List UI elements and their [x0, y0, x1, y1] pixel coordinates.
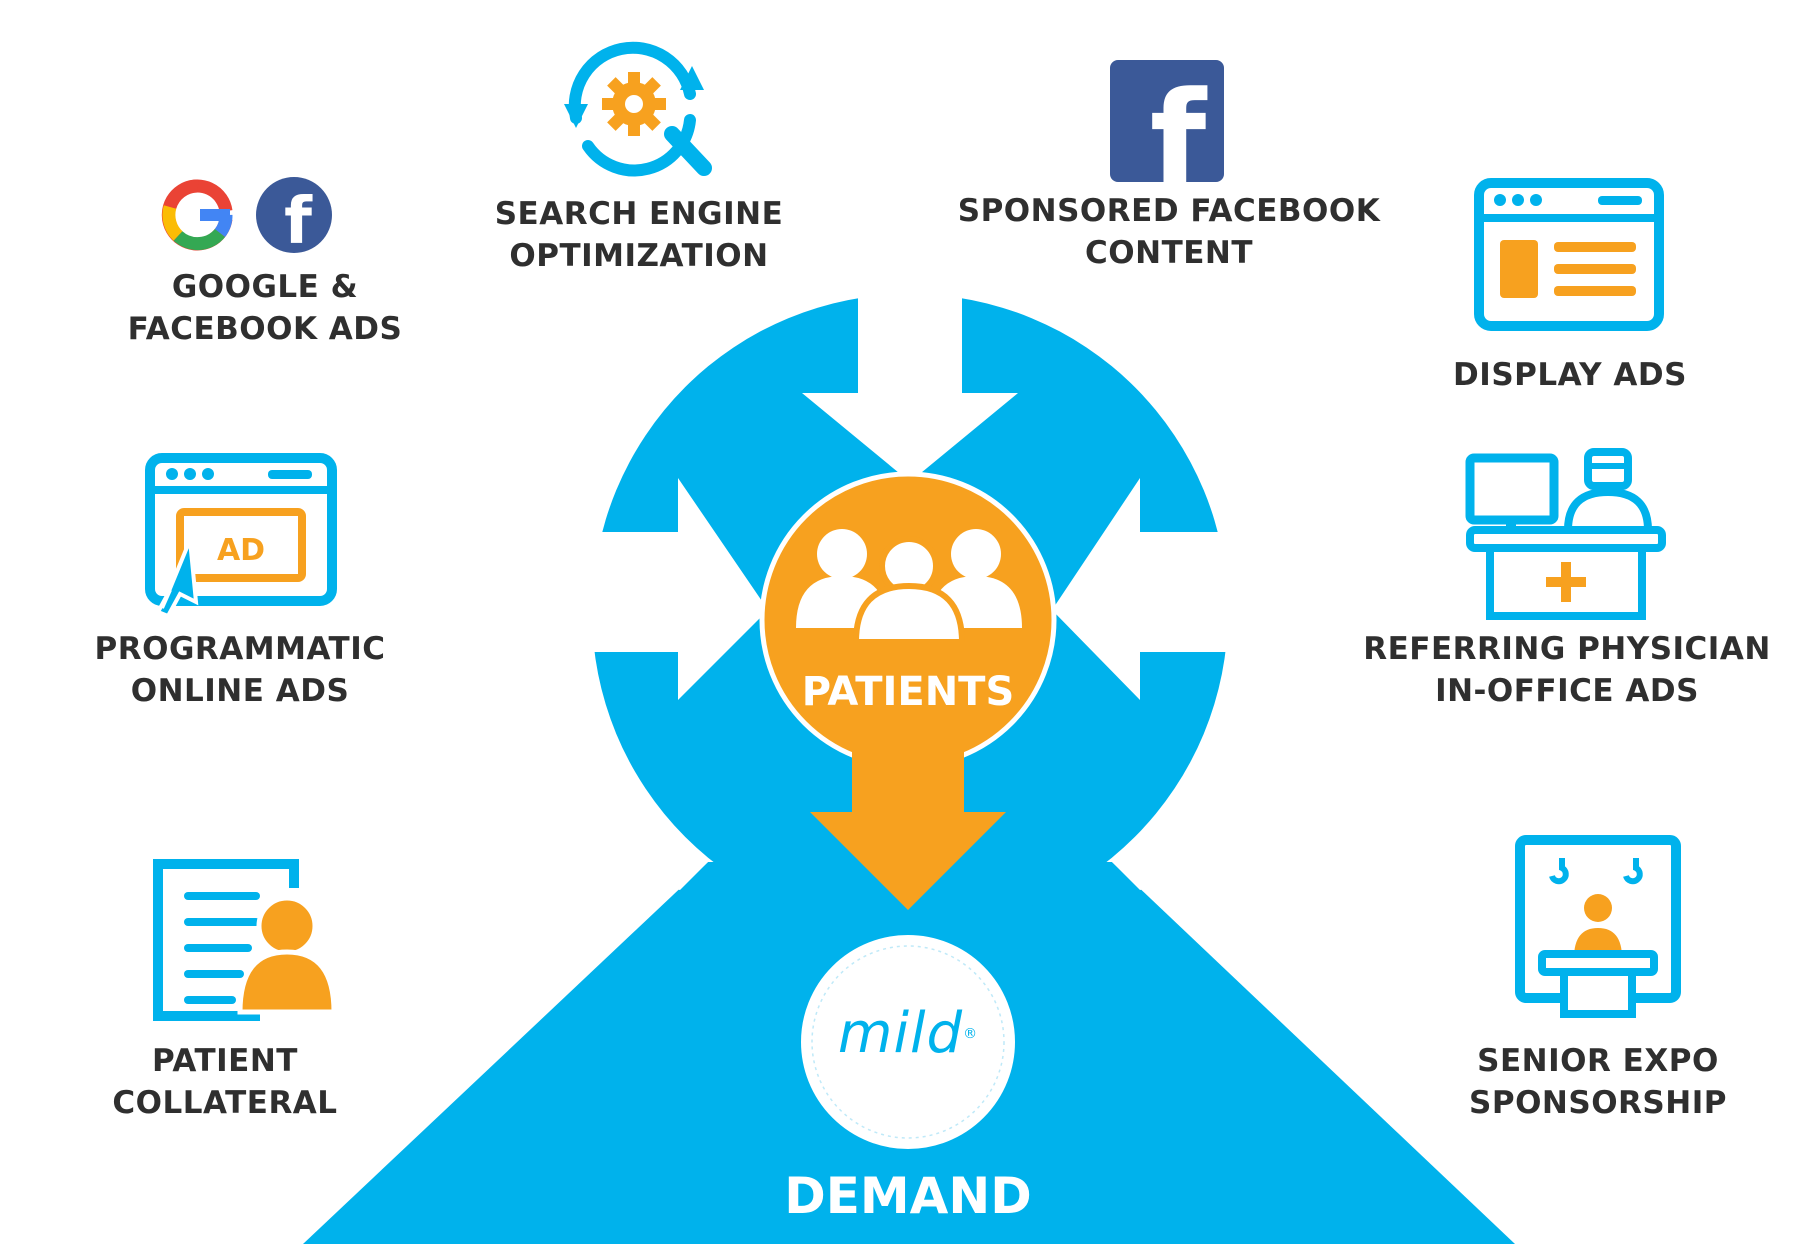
logo-registered-mark: ®: [963, 1026, 979, 1042]
facebook-square-icon: f: [1110, 60, 1224, 215]
channel-label-line1: SPONSORED FACEBOOK: [957, 193, 1381, 229]
channel-label-senior-expo: SENIOR EXPO SPONSORSHIP: [1448, 1040, 1748, 1124]
channel-label-patient-collateral: PATIENT COLLATERAL: [95, 1040, 355, 1124]
channel-label-google-facebook-ads: GOOGLE & FACEBOOK ADS: [110, 266, 420, 350]
people-group-icon: [796, 529, 1022, 645]
channel-label-line2: CONTENT: [1085, 235, 1253, 271]
joint-wedge-right: [1112, 862, 1228, 890]
channel-label-sponsored-facebook: SPONSORED FACEBOOK CONTENT: [944, 190, 1394, 274]
channel-label-line2: ONLINE ADS: [130, 673, 350, 709]
channel-label-line1: PROGRAMMATIC: [94, 631, 386, 667]
google-logo-icon: [161, 179, 233, 251]
channel-label-line1: SEARCH ENGINE: [494, 196, 784, 232]
demand-label: DEMAND: [784, 1167, 1032, 1225]
channel-label-line1: DISPLAY ADS: [1453, 357, 1687, 393]
channel-label-line1: SENIOR EXPO: [1477, 1043, 1719, 1079]
cursor-arrow-icon: [155, 539, 199, 619]
arrow-notch-top: [802, 294, 1018, 482]
arrow-notch-left: [582, 478, 768, 700]
logo-wordmark: mild: [837, 1001, 964, 1066]
patients-label: PATIENTS: [801, 669, 1015, 715]
channel-label-referring-physician: REFERRING PHYSICIAN IN-OFFICE ADS: [1352, 628, 1782, 712]
channel-label-line2: OPTIMIZATION: [509, 238, 769, 274]
channel-label-line1: GOOGLE &: [171, 269, 359, 305]
ad-badge-text: AD: [217, 533, 265, 568]
channel-label-line2: COLLATERAL: [112, 1085, 338, 1121]
document-person-icon: [153, 859, 337, 1021]
channel-label-line2: IN-OFFICE ADS: [1435, 673, 1699, 709]
logo-inner-ring: [811, 945, 1005, 1139]
seo-gear-magnifier-icon: [564, 41, 712, 177]
patients-arrow-shaft: [852, 740, 964, 820]
physician-desk-icon: [1465, 448, 1666, 620]
patients-arrow-head: [810, 812, 1006, 910]
channel-label-line1: REFERRING PHYSICIAN: [1363, 631, 1771, 667]
channel-label-line1: PATIENT: [152, 1043, 298, 1079]
arrow-notch-right: [1052, 478, 1236, 700]
expo-booth-icon: [1515, 835, 1681, 1018]
facebook-circle-letter: f: [284, 185, 313, 259]
channel-label-display-ads: DISPLAY ADS: [1430, 354, 1710, 396]
ad-click-browser-icon: AD: [145, 453, 337, 619]
facebook-circle-icon: [256, 177, 332, 253]
logo-circle: [795, 929, 1021, 1155]
channel-label-line2: FACEBOOK ADS: [127, 311, 403, 347]
joint-wedge-left: [592, 862, 708, 890]
google-facebook-icon: f: [161, 177, 332, 259]
facebook-square-letter: f: [1150, 63, 1208, 215]
channel-label-programmatic-ads: PROGRAMMATIC ONLINE ADS: [80, 628, 400, 712]
channel-label-seo: SEARCH ENGINE OPTIMIZATION: [474, 193, 804, 277]
patients-pin: [759, 471, 1057, 910]
channel-label-line2: SPONSORSHIP: [1469, 1085, 1727, 1121]
browser-window-icon: [1474, 178, 1664, 331]
mild-logo-text: mild®: [800, 1002, 1016, 1066]
mild-logo: [795, 929, 1021, 1155]
